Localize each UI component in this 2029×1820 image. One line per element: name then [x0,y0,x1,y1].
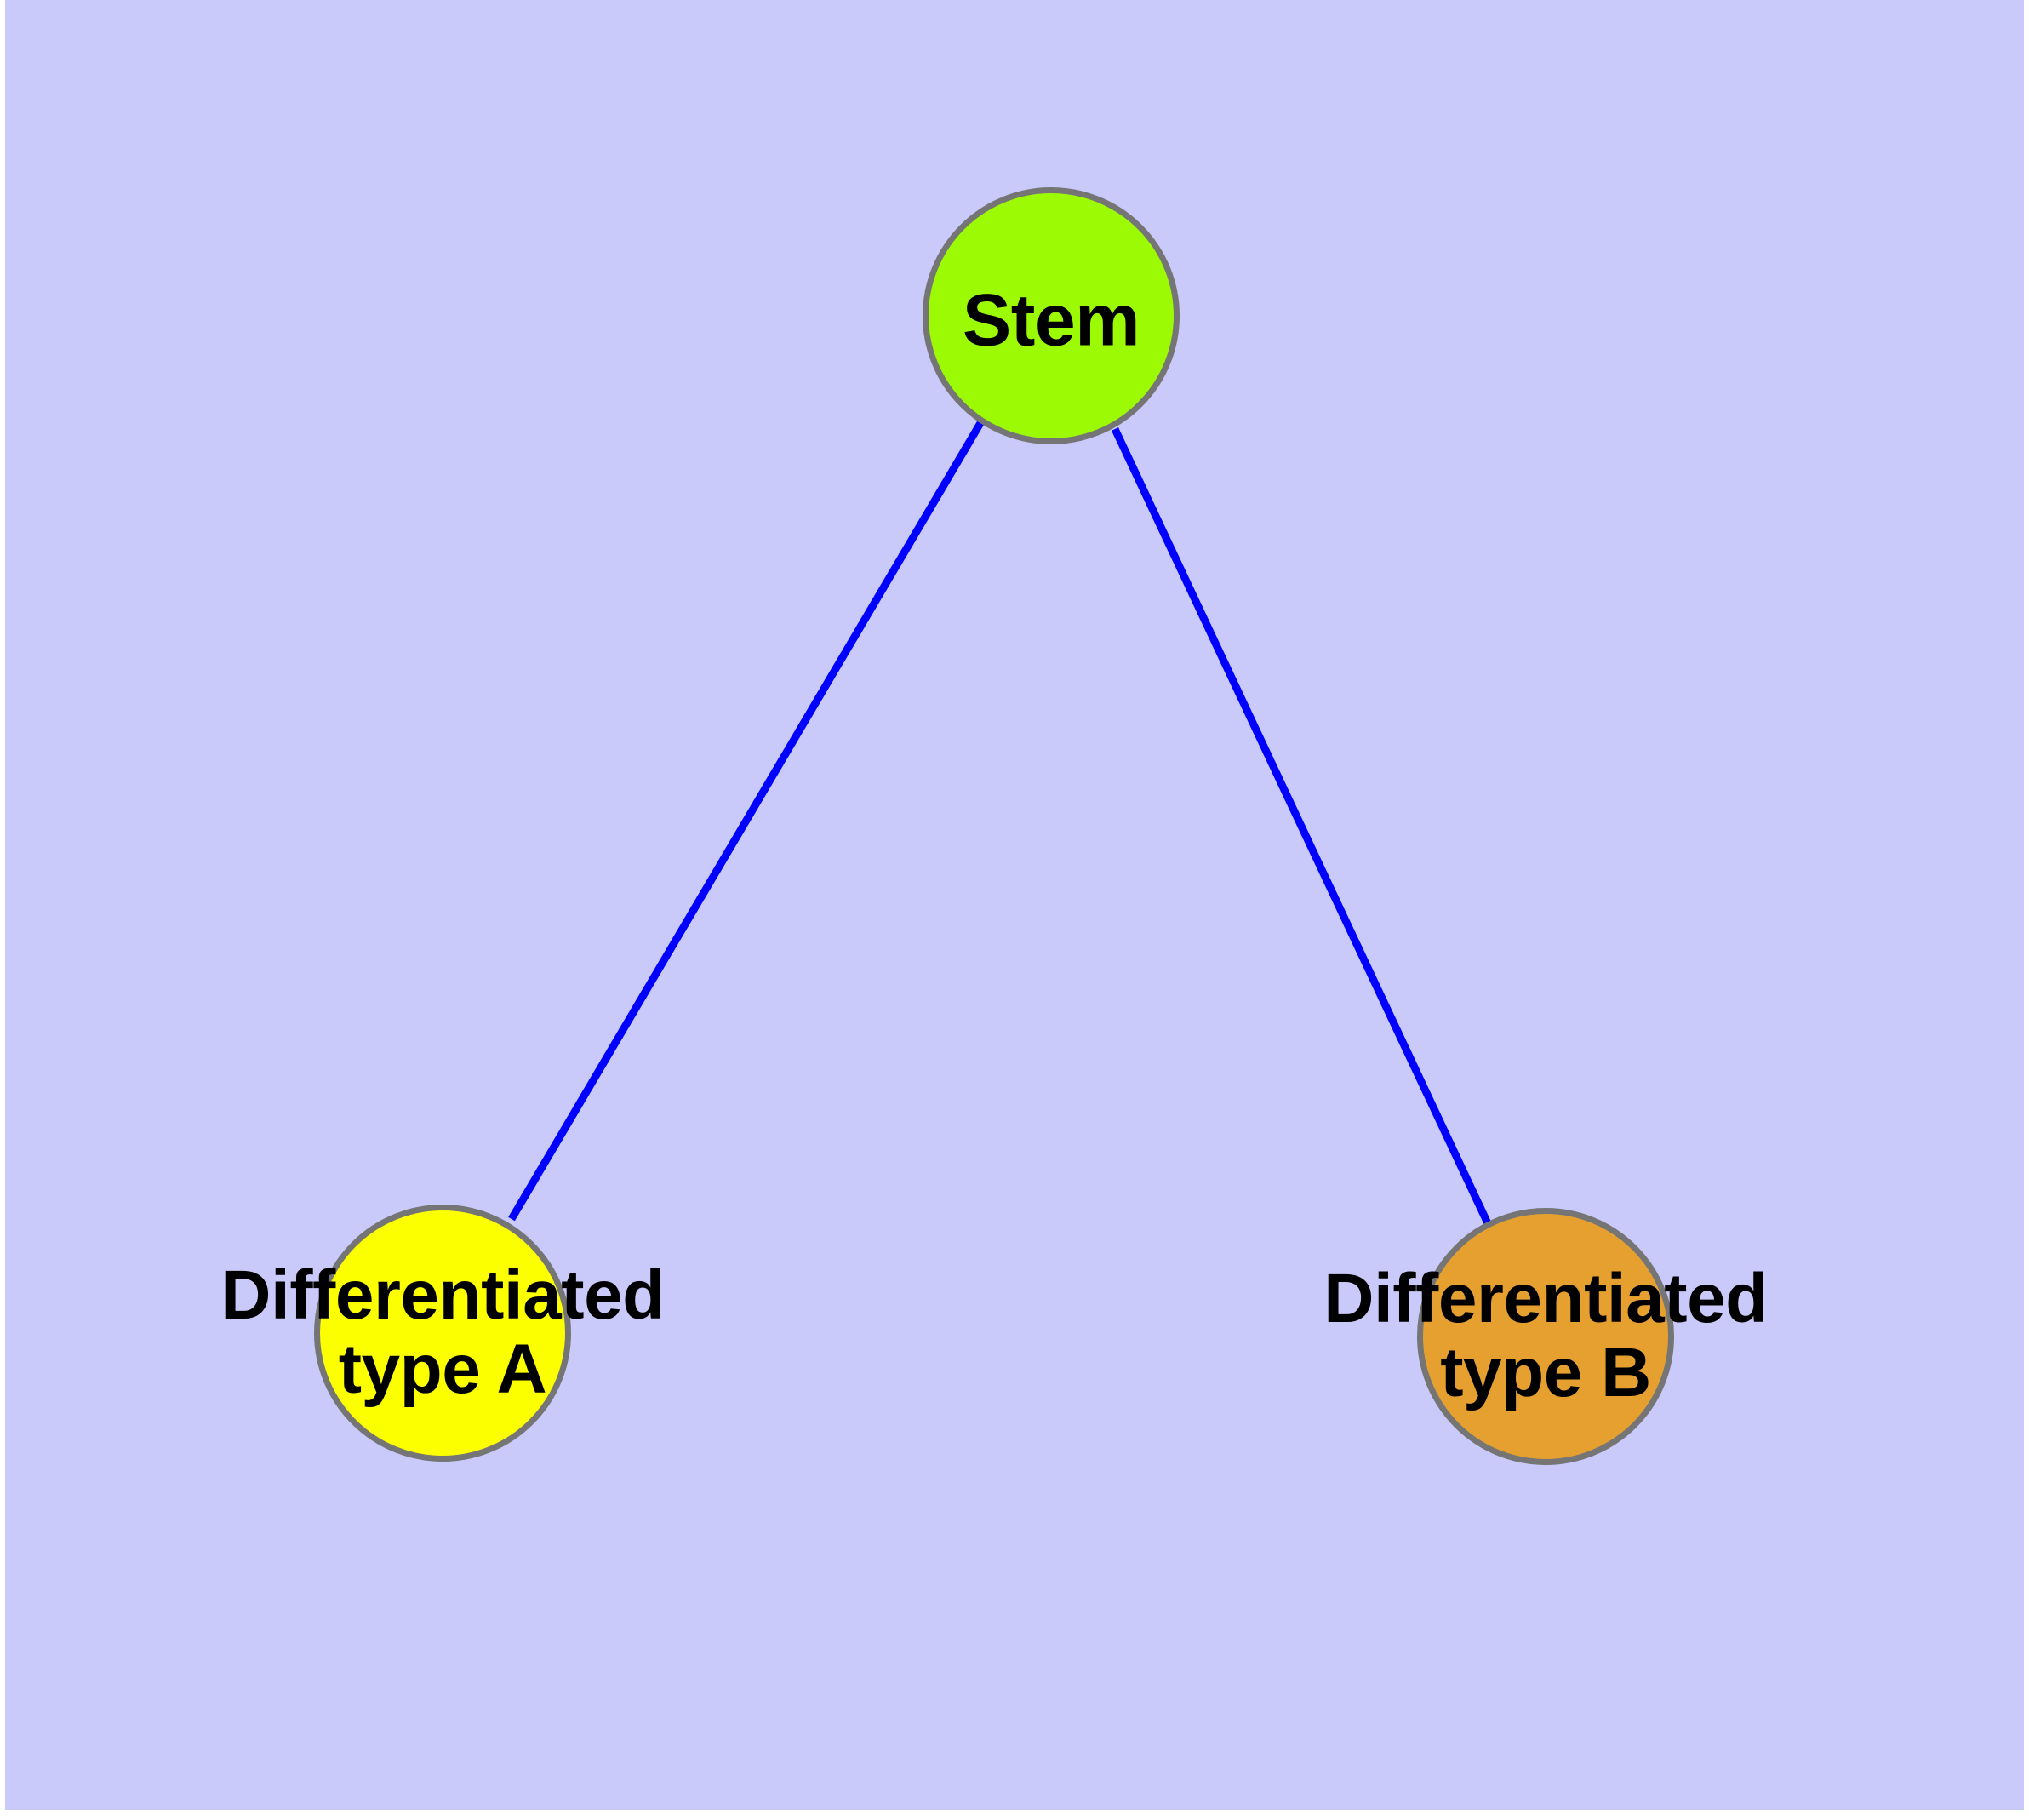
edge-stem-to-differentiated-type-b [1111,427,1492,1225]
node-differentiated-type-a[interactable] [314,1205,571,1462]
edge-stem-to-differentiated-type-a [508,421,984,1222]
node-differentiated-type-b[interactable] [1417,1208,1674,1465]
node-stem[interactable] [923,187,1180,444]
